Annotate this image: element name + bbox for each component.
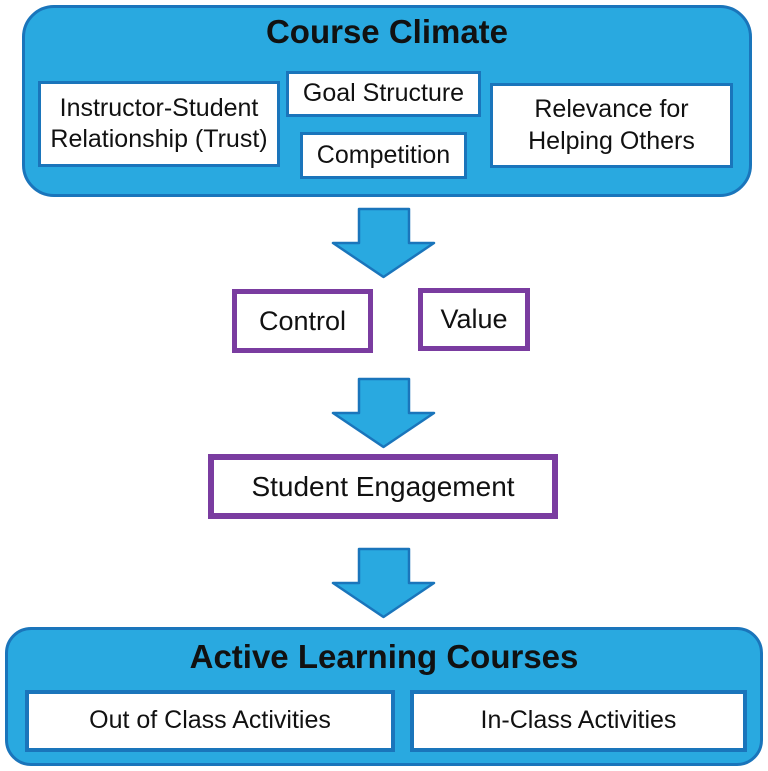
- node-out-of-class-activities-label: Out of Class Activities: [89, 706, 331, 735]
- node-goal-structure-label: Goal Structure: [302, 79, 465, 108]
- node-value: Value: [418, 288, 530, 351]
- node-control-label: Control: [258, 305, 347, 336]
- node-instructor-student-relationship-label: Instructor-Student Relationship (Trust): [50, 93, 268, 153]
- active-learning-title: Active Learning Courses: [189, 638, 579, 675]
- node-student-engagement: Student Engagement: [208, 454, 558, 519]
- node-relevance-helping-others: Relevance for Helping Others: [490, 83, 733, 168]
- down-arrow-icon: [331, 547, 436, 619]
- node-relevance-helping-others-label: Relevance for Helping Others: [528, 95, 695, 155]
- down-arrow-icon: [331, 207, 436, 279]
- node-out-of-class-activities: Out of Class Activities: [25, 690, 395, 752]
- node-value-label: Value: [440, 304, 508, 334]
- node-student-engagement-label: Student Engagement: [251, 470, 515, 502]
- node-in-class-activities-label: In-Class Activities: [480, 706, 677, 735]
- course-climate-title: Course Climate: [265, 13, 509, 50]
- down-arrow-icon: [331, 377, 436, 449]
- node-control: Control: [232, 289, 373, 353]
- node-competition: Competition: [300, 132, 467, 179]
- node-goal-structure: Goal Structure: [286, 71, 481, 117]
- node-competition-label: Competition: [316, 140, 451, 169]
- node-in-class-activities: In-Class Activities: [410, 690, 747, 752]
- node-instructor-student-relationship: Instructor-Student Relationship (Trust): [38, 81, 280, 167]
